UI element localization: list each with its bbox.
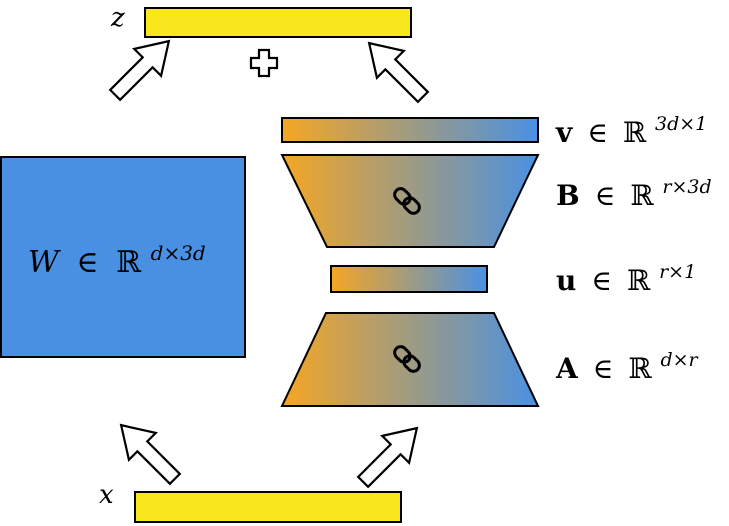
b-label: B ∈ ℝ r×3d	[556, 176, 712, 212]
arrow-icon-z-right	[367, 41, 430, 104]
w-label-var: W	[28, 245, 61, 280]
v-label-sym: ∈	[587, 116, 608, 149]
z-label: z	[110, 3, 125, 33]
b-label-sym: ∈	[595, 179, 616, 212]
v-label-var: v	[555, 116, 573, 149]
a-label: A ∈ ℝ d×r	[555, 349, 700, 385]
v-label-sup: 3d×1	[655, 113, 707, 135]
u-label-sym: ∈	[591, 264, 612, 297]
x-input-bar	[134, 491, 402, 523]
u-label-var: u	[556, 264, 576, 297]
v-vector-bar	[281, 117, 539, 143]
a-label-sup: d×r	[660, 349, 699, 371]
plus-icon	[249, 48, 279, 78]
arrow-icon-z-left	[108, 39, 171, 102]
w-matrix-block	[0, 156, 246, 358]
b-label-set: ℝ	[630, 179, 654, 212]
w-label-set: ℝ	[116, 245, 142, 280]
arrow-icon-x-right	[356, 426, 419, 489]
u-label: u ∈ ℝ r×1	[556, 261, 696, 297]
v-label-set: ℝ	[623, 116, 647, 149]
b-label-var: B	[556, 179, 580, 212]
a-label-set: ℝ	[628, 352, 652, 385]
u-label-set: ℝ	[627, 264, 651, 297]
x-label: x	[99, 480, 114, 510]
arrow-icon-x-left	[119, 423, 182, 486]
u-vector-bar	[330, 265, 488, 293]
w-label-sym: ∈	[76, 245, 98, 280]
a-label-var: A	[555, 352, 579, 385]
z-output-bar	[144, 7, 412, 38]
u-label-sup: r×1	[659, 261, 696, 283]
v-label: v ∈ ℝ 3d×1	[555, 113, 707, 149]
b-label-sup: r×3d	[662, 176, 711, 198]
w-label-sup: d×3d	[151, 241, 206, 265]
a-label-sym: ∈	[593, 352, 614, 385]
w-label: W ∈ ℝ d×3d	[28, 241, 206, 280]
